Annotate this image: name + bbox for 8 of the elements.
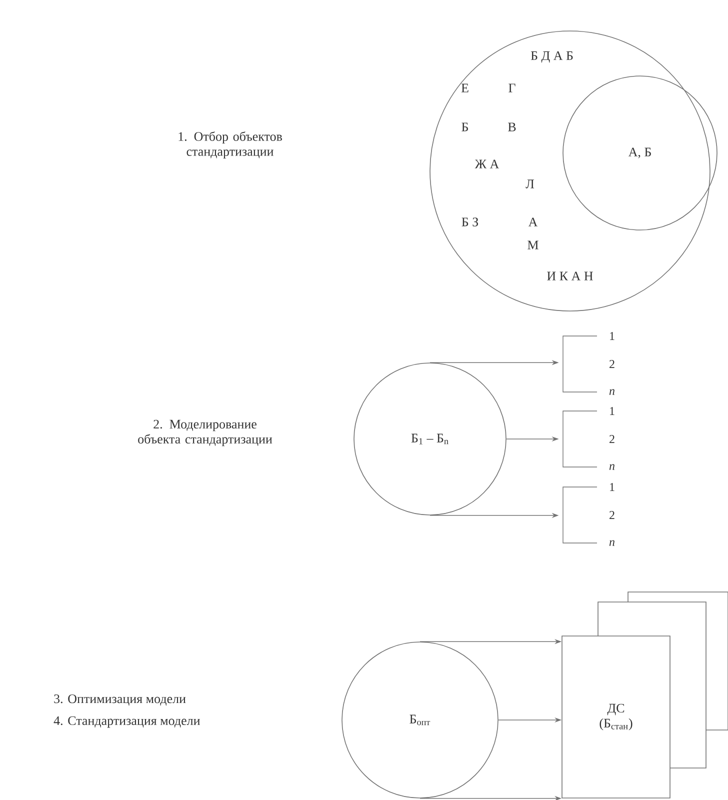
step-caption: 1. Отбор объектов стандартизации — [178, 131, 282, 159]
step-caption: 2. Моделирование объекта стандартизации — [138, 420, 272, 446]
step-caption: 4. Стандартизация модели — [54, 716, 200, 728]
document-box: ДС (Б$_{стан}$) — [562, 636, 670, 798]
bracket: 1 2 n — [562, 483, 615, 546]
step-caption: 3. Оптимизация модели — [54, 694, 186, 706]
bracket: 1 2 n — [562, 407, 615, 470]
bracket: 1 2 n — [562, 332, 615, 395]
